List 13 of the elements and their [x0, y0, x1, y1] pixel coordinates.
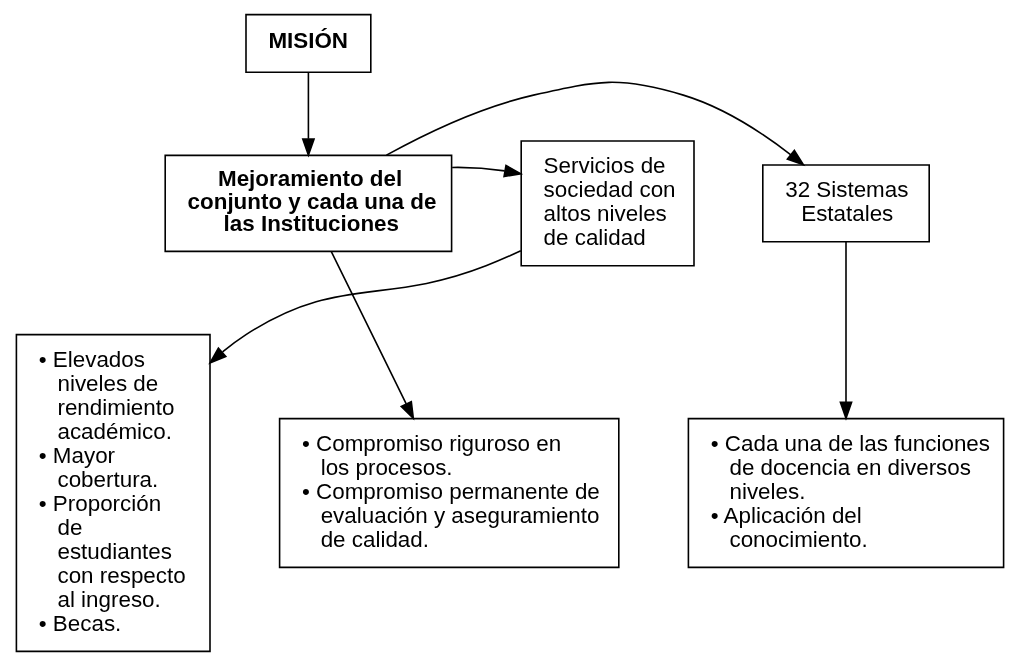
- node-box: 32 Sistemas Estatales: [762, 164, 930, 243]
- node-box: MISIÓN: [245, 13, 372, 73]
- node-box: Servicios de sociedad con altos niveles de calidad: [520, 140, 695, 267]
- arrow: [208, 250, 522, 365]
- arrow: [301, 71, 316, 158]
- arrow: [451, 164, 524, 178]
- node-box: Mejoramiento del conjunto y cada una de las Instituciones: [164, 154, 453, 253]
- arrow: [385, 81, 806, 167]
- node-box: • Cada una de las funciones de docencia en diversos niveles. • Aplicación del conocimiento.: [687, 417, 1005, 569]
- arrow: [330, 250, 415, 421]
- node-box: • Elevados niveles de rendimiento académico. • Mayor cobertura. • Proporción de estudiantes con respecto al ingreso. • Becas.: [15, 333, 211, 653]
- arrow: [839, 241, 853, 421]
- node-box: • Compromiso riguroso en los procesos. • Compromiso permanente de evaluación y aseguramiento de calidad.: [278, 417, 620, 569]
